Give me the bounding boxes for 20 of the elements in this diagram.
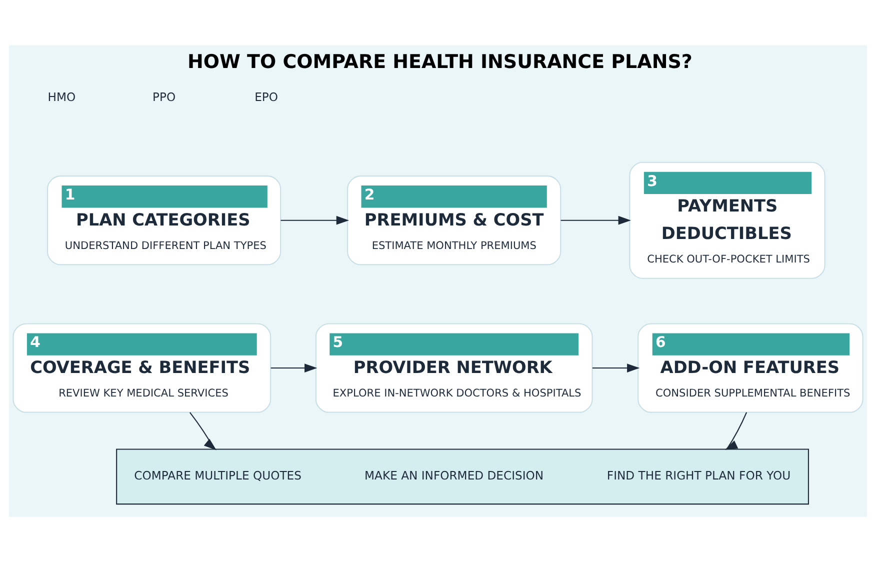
cluster — [116, 448, 808, 504]
diagram-title: HOW TO COMPARE HEALTH INSURANCE PLANS? — [187, 50, 692, 72]
label: HMO — [47, 89, 76, 104]
label: EPO — [254, 89, 278, 104]
node-box: 3 PAYMENTS DEDUCTIBLES CHECK OUT-OF-POCKET LIMITS — [628, 161, 825, 278]
arrow — [280, 215, 349, 224]
node-text: MAKE AN INFORMED DECISION — [364, 468, 544, 482]
arrow — [189, 412, 216, 450]
arrow — [592, 363, 640, 372]
node-text: FIND THE RIGHT PLAN FOR YOU — [606, 468, 790, 482]
label: PPO — [152, 89, 176, 104]
arrow — [724, 412, 747, 450]
node-box: 5 PROVIDER NETWORK EXPLORE IN-NETWORK DOCTORS & HOSPITALS — [314, 322, 592, 412]
arrow — [270, 363, 317, 372]
node-box: 2 PREMIUMS & COST ESTIMATE MONTHLY PREMIUMS — [346, 175, 561, 265]
arrow — [560, 215, 630, 224]
node-text: COMPARE MULTIPLE QUOTES — [134, 468, 301, 482]
node-box: 4 COVERAGE & BENEFITS REVIEW KEY MEDICAL SERVICES — [12, 322, 271, 412]
node-box: 1 PLAN CATEGORIES UNDERSTAND DIFFERENT PLAN TYPES — [46, 175, 281, 265]
node-box: 6 ADD-ON FEATURES CONSIDER SUPPLEMENTAL BENEFITS — [637, 322, 863, 412]
